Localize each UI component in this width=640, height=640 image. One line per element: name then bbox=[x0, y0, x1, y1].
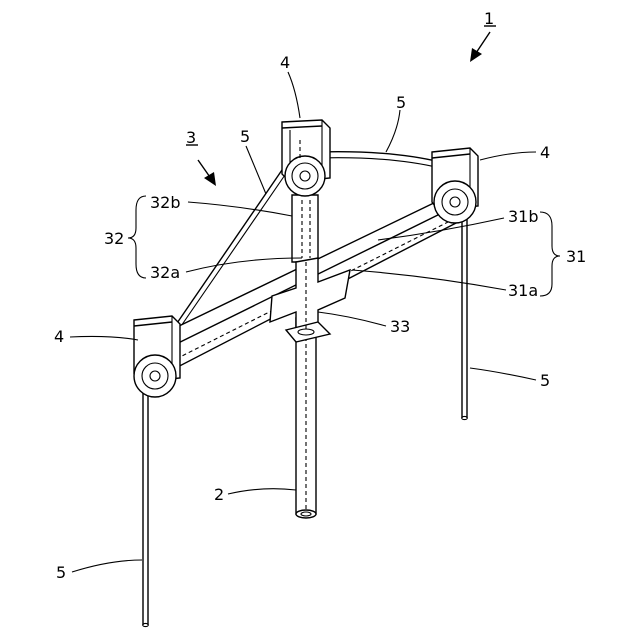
label-pole-2: 2 bbox=[214, 485, 224, 504]
label-frame-31: 31 bbox=[566, 247, 586, 266]
label-pulley-top-4: 4 bbox=[280, 53, 290, 72]
label-pulley-left-4: 4 bbox=[54, 327, 64, 346]
label-cord-top-5: 5 bbox=[396, 93, 406, 112]
label-frame-32: 32 bbox=[104, 229, 124, 248]
frame-32 bbox=[292, 195, 318, 262]
pulley-left bbox=[134, 316, 180, 397]
label-member-31a: 31a bbox=[508, 281, 538, 300]
label-joint-33: 33 bbox=[390, 317, 410, 336]
label-cord-diag-5: 5 bbox=[240, 127, 250, 146]
pulley-right bbox=[432, 148, 478, 223]
label-member-32b: 32b bbox=[150, 193, 181, 212]
pole bbox=[296, 318, 316, 518]
label-member-32a: 32a bbox=[150, 263, 180, 282]
label-member-31b: 31b bbox=[508, 207, 539, 226]
label-fixture-3: 3 bbox=[186, 128, 196, 147]
label-cord-right-5: 5 bbox=[540, 371, 550, 390]
pulley-top bbox=[282, 120, 330, 196]
label-overall-1: 1 bbox=[484, 9, 494, 28]
label-pulley-right-4: 4 bbox=[540, 143, 550, 162]
label-cord-left-5: 5 bbox=[56, 563, 66, 582]
